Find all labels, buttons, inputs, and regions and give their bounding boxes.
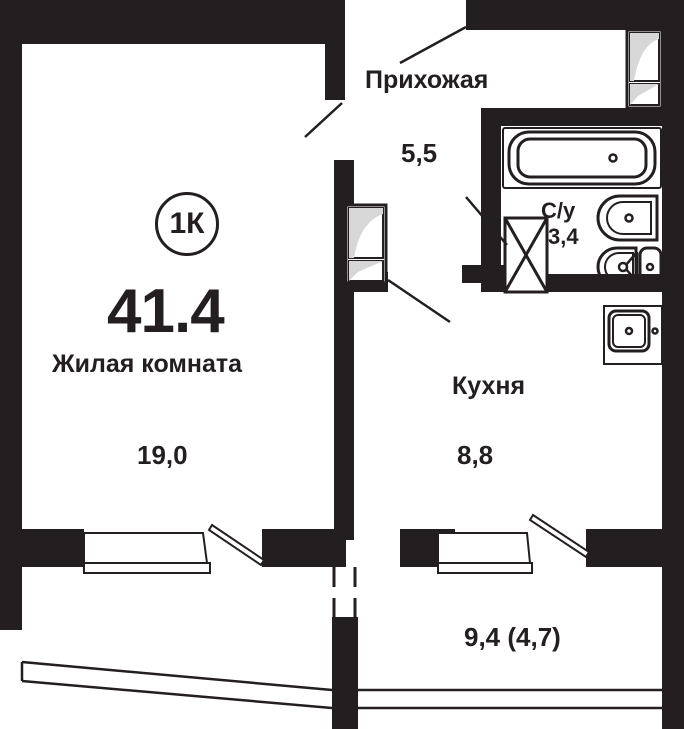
living-window bbox=[83, 532, 211, 574]
balcony-railing-left-bottom bbox=[21, 679, 333, 710]
kitchen-sink-drain-icon bbox=[624, 326, 634, 336]
bathtub-drain-icon bbox=[608, 153, 618, 163]
bathroom-name-label: С/у bbox=[541, 198, 576, 223]
leader-hall-to-stub bbox=[304, 102, 343, 138]
toilet-cistern bbox=[638, 246, 663, 288]
living-room-door[interactable] bbox=[344, 203, 388, 285]
kitchen-sink-counter bbox=[603, 305, 663, 365]
kitchen-window bbox=[437, 532, 533, 574]
wall-bottom-a bbox=[0, 529, 84, 567]
wall-balcony-divider-o bbox=[332, 617, 358, 729]
wall-right-outer-o bbox=[662, 0, 684, 729]
entrance-door-shade-upper bbox=[630, 33, 659, 81]
entrance-door-shade-lower bbox=[630, 84, 659, 105]
wall-bath-left-o bbox=[481, 108, 501, 292]
wall-bottom-b bbox=[262, 529, 346, 567]
living-window-sill bbox=[83, 562, 211, 574]
bathtub-outline-inner bbox=[516, 137, 648, 179]
apartment-type-label: 1К bbox=[169, 207, 205, 240]
living-balcony-door[interactable] bbox=[207, 523, 266, 567]
bathroom-door[interactable] bbox=[503, 216, 549, 294]
kitchen-sink-basin bbox=[607, 309, 651, 353]
kitchen-balcony-door-leaf bbox=[528, 513, 591, 559]
apartment-type-badge: 1К bbox=[155, 192, 219, 256]
bathtub-outline-rim bbox=[507, 130, 657, 186]
wall-hall-stub-o bbox=[325, 0, 345, 100]
living-window-glass bbox=[83, 532, 209, 564]
toilet-button-icon bbox=[645, 262, 655, 272]
kitchen-name-label: Кухня bbox=[452, 372, 526, 400]
leader-lines bbox=[304, 25, 508, 324]
washbasin-drain-icon bbox=[624, 213, 634, 223]
wall-left-outer-o bbox=[0, 0, 22, 630]
wall-bath-door-stub-o bbox=[462, 265, 507, 283]
kitchen-area-label: 8,8 bbox=[457, 440, 494, 470]
toilet-bowl-outline bbox=[596, 246, 638, 288]
balcony-railing-left-top bbox=[21, 660, 333, 692]
living-door-shade-lower bbox=[349, 261, 383, 281]
wall-bath-top-o bbox=[481, 108, 662, 126]
fill-kitchen-upper bbox=[501, 292, 662, 352]
wall-bottom-d bbox=[586, 529, 684, 567]
balcony-area-label: 9,4 (4,7) bbox=[464, 622, 561, 652]
hall-area-label: 5,5 bbox=[401, 138, 438, 168]
living-room-area-label: 19,0 bbox=[137, 440, 188, 470]
leader-hall-to-wall bbox=[399, 25, 467, 65]
total-area-label: 41.4 bbox=[107, 277, 225, 346]
balcony-railing bbox=[20, 660, 662, 710]
living-door-shade-upper bbox=[349, 208, 383, 258]
washbasin-outline bbox=[596, 194, 659, 242]
toilet-line-1 bbox=[625, 251, 638, 266]
washbasin-inner bbox=[606, 201, 652, 235]
kitchen-sink-tap-icon bbox=[651, 327, 659, 335]
living-room-name-label: Жилая комната bbox=[52, 350, 243, 378]
kitchen-sink-fixture bbox=[603, 305, 663, 365]
leader-living-door bbox=[387, 278, 451, 324]
bathtub-fixture bbox=[502, 127, 662, 189]
balcony-dashed-divider bbox=[332, 567, 357, 617]
toilet-flush-point-icon bbox=[617, 261, 629, 273]
toilet-bowl-inner bbox=[604, 252, 634, 282]
toilet-fixture bbox=[596, 246, 663, 288]
wall-top-left-cap bbox=[0, 0, 345, 22]
living-balcony-door-leaf bbox=[207, 523, 266, 567]
kitchen-window-glass bbox=[437, 532, 532, 564]
kitchen-window-sill bbox=[437, 562, 533, 574]
hall-name-label: Прихожая bbox=[365, 66, 489, 94]
kitchen-balcony-door[interactable] bbox=[528, 513, 591, 559]
entrance-door[interactable] bbox=[625, 28, 664, 110]
wall-top-right-o bbox=[466, 0, 684, 30]
toilet-line-2 bbox=[625, 268, 638, 283]
leader-bath-door bbox=[465, 196, 508, 246]
washbasin-fixture bbox=[596, 194, 659, 242]
bathtub-outline-outer bbox=[502, 127, 662, 189]
fill-living bbox=[22, 44, 334, 529]
kitchen-sink-basin-inner bbox=[612, 314, 646, 348]
bathroom-area-label: 3,4 bbox=[548, 224, 579, 249]
bathroom-door-x-2 bbox=[503, 217, 549, 293]
